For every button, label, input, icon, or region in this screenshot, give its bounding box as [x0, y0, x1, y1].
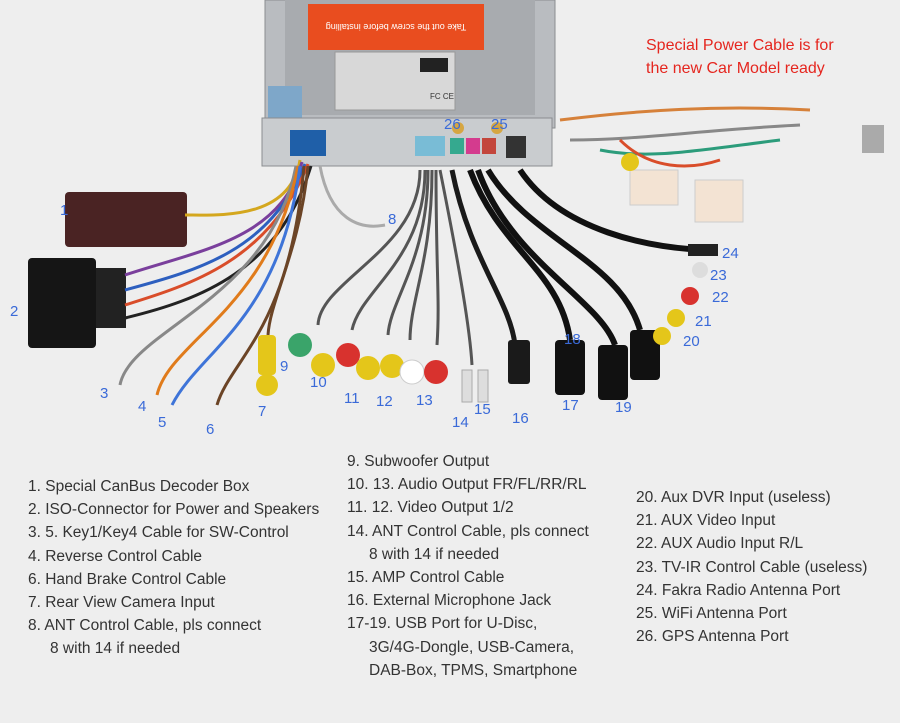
legend-item: 24. Fakra Radio Antenna Port — [636, 581, 841, 599]
callout-10: 10 — [310, 374, 327, 391]
callout-4: 4 — [138, 398, 146, 415]
legend-item: 16. External Microphone Jack — [347, 592, 552, 610]
callout-19: 19 — [615, 399, 632, 416]
callout-21: 21 — [695, 313, 712, 330]
legend-left: 1. Special CanBus Decoder Box 2. ISO-Con… — [28, 475, 319, 661]
callout-1: 1 — [60, 202, 68, 219]
legend-item: 15. AMP Control Cable — [347, 569, 505, 587]
wifi-antenna-port — [491, 122, 503, 134]
legend-item: 20. Aux DVR Input (useless) — [636, 489, 831, 506]
legend-item: 25. WiFi Antenna Port — [636, 605, 787, 623]
special-power-cable — [559, 106, 811, 168]
head-unit: Take out the screw before installing FC … — [261, 0, 556, 167]
gps-antenna-port — [452, 122, 464, 134]
legend-item: 21. AUX Video Input — [636, 512, 776, 530]
legend-item: 17-19. USB Port for U-Disc, — [347, 615, 538, 633]
legend-item: 3. 5. Key1/Key4 Cable for SW-Control — [28, 524, 289, 542]
legend-item: 11. 12. Video Output 1/2 — [347, 499, 514, 517]
mic-jack — [508, 340, 530, 384]
left-wire-bundle — [118, 159, 386, 406]
legend-item-continuation: 8 with 14 if needed — [369, 545, 500, 563]
callout-12: 12 — [376, 393, 393, 410]
callout-15: 15 — [474, 401, 491, 418]
legend-item: 7. Rear View Camera Input — [28, 594, 215, 612]
iso-connector — [28, 258, 96, 348]
wiring-diagram: Take out the screw before installing FC … — [10, 0, 884, 438]
callout-26: 26 — [444, 116, 461, 133]
callout-9: 9 — [280, 358, 288, 375]
aux-rca-connectors — [653, 262, 708, 345]
legend-item-continuation: 3G/4G-Dongle, USB-Camera, — [369, 638, 575, 656]
callout-24: 24 — [722, 245, 739, 262]
iso-socket — [290, 130, 326, 156]
rear-camera-rca — [256, 335, 278, 396]
callout-17: 17 — [562, 397, 579, 414]
callout-20: 20 — [683, 333, 700, 350]
callout-14: 14 — [452, 414, 469, 431]
usb-socket — [415, 136, 445, 156]
callout-3: 3 — [100, 385, 108, 402]
legend-item: 26. GPS Antenna Port — [636, 628, 789, 646]
callout-line-1: Special Power Cable is for — [646, 37, 834, 54]
callout-7: 7 — [258, 403, 266, 420]
callout-18: 18 — [564, 331, 581, 348]
callout-16: 16 — [512, 410, 529, 427]
legend-item: 4. Reverse Control Cable — [28, 547, 203, 565]
callout-22: 22 — [712, 289, 729, 306]
callout-5: 5 — [158, 414, 166, 431]
legend-item: 22. AUX Audio Input R/L — [636, 535, 804, 553]
legend-item: 2. ISO-Connector for Power and Speakers — [28, 501, 320, 519]
callout-13: 13 — [416, 392, 433, 409]
callout-6: 6 — [206, 421, 214, 438]
callout-2: 2 — [10, 303, 18, 320]
legend-item: 6. Hand Brake Control Cable — [28, 570, 227, 588]
legend-item: 23. TV-IR Control Cable (useless) — [636, 558, 868, 576]
callout-line-2: the new Car Model ready — [646, 60, 825, 77]
legend-item-continuation: 8 with 14 if needed — [50, 640, 181, 658]
legend-item: 14. ANT Control Cable, pls connect — [347, 522, 589, 540]
fc-label: FC CE — [430, 92, 454, 101]
legend-item: 1. Special CanBus Decoder Box — [28, 478, 250, 495]
special-power-cable-callout: Special Power Cable is for the new Car M… — [646, 34, 876, 80]
callout-23: 23 — [710, 267, 727, 284]
callout-8: 8 — [388, 211, 396, 228]
callout-numbers: 1 2 3 4 5 6 7 8 9 10 11 12 13 14 15 16 1… — [10, 116, 739, 438]
legend-right: 20. Aux DVR Input (useless) 21. AUX Vide… — [636, 486, 867, 648]
legend-item: 8. ANT Control Cable, pls connect — [28, 617, 262, 635]
legend-item-continuation: DAB-Box, TPMS, Smartphone — [369, 661, 578, 679]
center-rca-wires — [316, 169, 518, 366]
usb-connectors — [555, 244, 718, 400]
canbus-decoder-box — [65, 192, 187, 247]
legend-item: 9. Subwoofer Output — [347, 453, 490, 470]
legend-middle: 9. Subwoofer Output 10. 13. Audio Output… — [347, 450, 589, 682]
rca-connectors — [288, 333, 530, 403]
legend-item: 10. 13. Audio Output FR/FL/RR/RL — [347, 476, 587, 494]
sticker-text: Take out the screw before installing — [326, 22, 467, 32]
callout-11: 11 — [344, 390, 360, 407]
warning-sticker — [308, 4, 484, 50]
callout-25: 25 — [491, 116, 508, 133]
